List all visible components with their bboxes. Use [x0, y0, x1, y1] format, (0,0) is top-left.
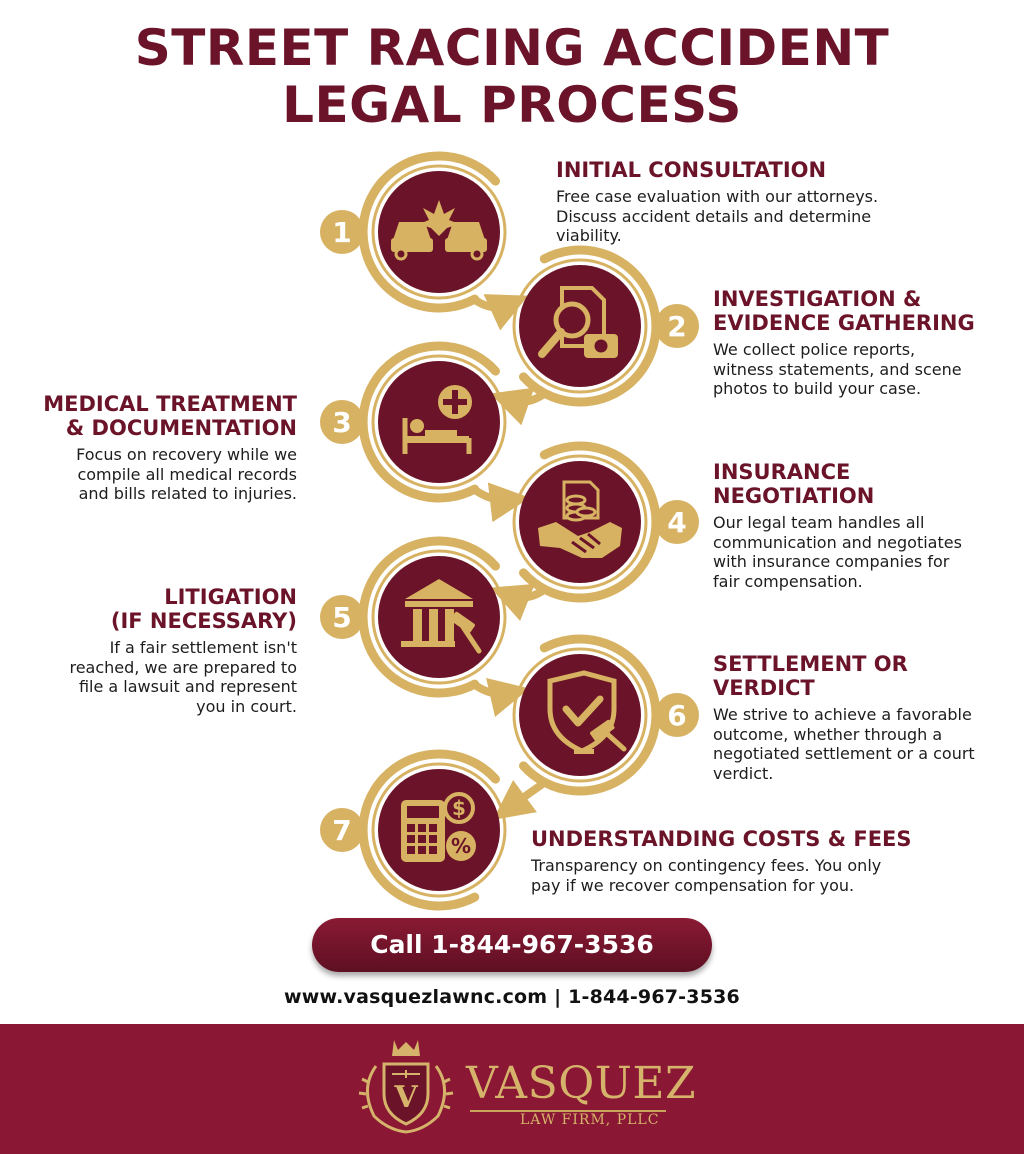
step-1-heading: INITIAL CONSULTATION: [556, 158, 827, 182]
step-6-arc: [519, 634, 661, 796]
shield-check-gavel-icon: [547, 670, 627, 754]
logo-subtitle: LAW FIRM, PLLC: [520, 1112, 660, 1128]
step-7-description: Transparency on contingency fees. You on…: [531, 856, 882, 895]
step-1-arc: [358, 151, 500, 313]
step-6-ring: [512, 647, 648, 783]
step-3-heading: MEDICAL TREATMENT& DOCUMENTATION: [43, 392, 297, 440]
svg-text:V: V: [393, 1080, 418, 1115]
svg-text:%: %: [451, 834, 471, 858]
step-5-connector-arrow: [471, 677, 530, 717]
step-2-number: 2: [667, 310, 686, 343]
calculator-dollar-percent-icon: $%: [401, 792, 476, 862]
step-3-arc: [358, 341, 500, 503]
step-2-arc: [519, 245, 661, 407]
step-4-circle: [519, 461, 641, 583]
step-2-description: We collect police reports,witness statem…: [713, 340, 962, 398]
step-4-ring: [512, 454, 648, 590]
law-firm-emblem-icon: V: [358, 1040, 454, 1134]
step-1-badge: [320, 210, 364, 254]
step-3-ring: [371, 354, 507, 490]
call-button[interactable]: Call 1-844-967-3536: [312, 918, 712, 972]
step-5-arc: [358, 536, 500, 698]
step-5-badge: [320, 595, 364, 639]
magnifier-document-camera-icon: [538, 286, 618, 358]
step-3-connector-arrow: [471, 482, 530, 523]
step-7-heading: UNDERSTANDING COSTS & FEES: [531, 827, 912, 851]
step-4-number: 4: [667, 506, 686, 539]
flow-arcs: 1 2 3 4 5 6 7: [320, 151, 699, 911]
step-5-heading: LITIGATION(IF NECESSARY): [110, 585, 297, 633]
step-6-badge: [655, 693, 699, 737]
logo-divider: [470, 1110, 666, 1112]
step-7-number: 7: [332, 814, 351, 847]
contact-line[interactable]: www.vasquezlawnc.com | 1-844-967-3536: [284, 986, 740, 1008]
courthouse-gavel-icon: [401, 579, 482, 654]
footer-bar: [0, 1024, 1024, 1154]
step-6-connector-arrow: [492, 779, 548, 820]
step-5-ring: [371, 549, 507, 685]
svg-text:$: $: [452, 796, 466, 820]
step-7-text: UNDERSTANDING COSTS & FEES Transparency …: [531, 827, 951, 895]
hospital-bed-icon: [402, 385, 472, 454]
step-1-ring: [371, 164, 507, 300]
step-4-connector-arrow: [490, 583, 548, 621]
step-7-badge: [320, 808, 364, 852]
logo-name: VASQUEZ: [466, 1058, 697, 1109]
step-3-number: 3: [332, 406, 351, 439]
car-collision-icon: [391, 200, 487, 261]
step-3-badge: [320, 400, 364, 444]
step-1-connector-arrow: [471, 294, 529, 331]
step-3-text: MEDICAL TREATMENT& DOCUMENTATION Focus o…: [20, 392, 297, 504]
handshake-coins-icon: [538, 480, 622, 558]
step-7-arc: [358, 749, 500, 911]
step-4-arc: [519, 441, 661, 603]
step-1-description: Free case evaluation with our attorneys.…: [556, 187, 879, 245]
step-2-heading: INVESTIGATION &EVIDENCE GATHERING: [713, 287, 975, 335]
step-2-text: INVESTIGATION &EVIDENCE GATHERING We col…: [713, 287, 1013, 399]
page-title: STREET RACING ACCIDENT LEGAL PROCESS: [0, 20, 1024, 134]
step-3-circle: [378, 361, 500, 483]
step-2-ring: [512, 258, 648, 394]
step-1-text: INITIAL CONSULTATION Free case evaluatio…: [556, 158, 956, 246]
step-5-text: LITIGATION(IF NECESSARY) If a fair settl…: [20, 585, 297, 716]
step-1-number: 1: [332, 216, 351, 249]
title-line-2: LEGAL PROCESS: [282, 76, 742, 134]
step-2-connector-arrow: [490, 387, 548, 426]
step-6-number: 6: [667, 699, 686, 732]
step-2-badge: [655, 304, 699, 348]
step-7-ring: [371, 762, 507, 898]
title-line-1: STREET RACING ACCIDENT: [134, 19, 890, 77]
step-5-number: 5: [332, 601, 351, 634]
step-4-badge: [655, 500, 699, 544]
step-5-circle: [378, 556, 500, 678]
